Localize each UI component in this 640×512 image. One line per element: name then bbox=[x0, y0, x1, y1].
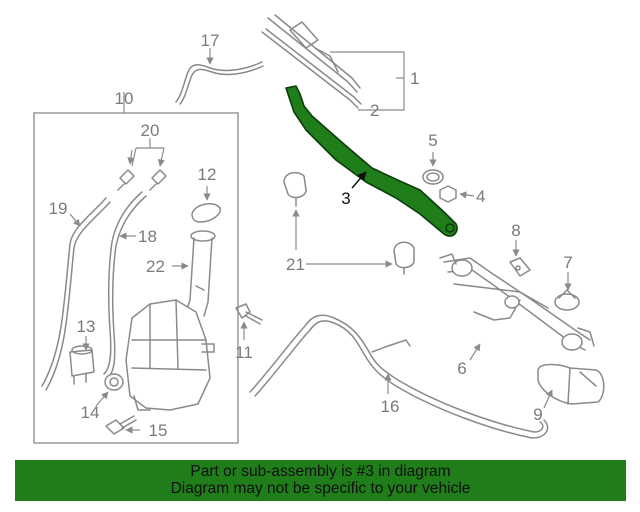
callout-3: 3 bbox=[341, 189, 350, 208]
linkage-bracket bbox=[509, 257, 531, 277]
bolt-15 bbox=[105, 415, 137, 435]
callout-labels: 17 1 2 10 20 5 3 4 12 19 18 22 21 8 7 13… bbox=[49, 31, 573, 440]
pivot-cap bbox=[422, 169, 444, 185]
callout-14: 14 bbox=[81, 403, 100, 422]
reservoir-cap bbox=[191, 202, 221, 223]
callout-22: 22 bbox=[146, 257, 165, 276]
callout-12: 12 bbox=[198, 165, 217, 184]
callout-19: 19 bbox=[49, 199, 68, 218]
callout-15: 15 bbox=[149, 421, 168, 440]
callout-4: 4 bbox=[476, 187, 485, 206]
wiper-blade-refill bbox=[261, 28, 362, 109]
info-banner: Part or sub-assembly is #3 in diagram Di… bbox=[15, 460, 626, 501]
washer-reservoir bbox=[125, 299, 215, 411]
reservoir-box-frame bbox=[33, 112, 239, 444]
filler-neck bbox=[185, 230, 216, 317]
pump-grommet bbox=[104, 373, 124, 391]
wiper-linkage bbox=[439, 253, 595, 351]
leader-lines bbox=[69, 48, 572, 434]
wiper-blade-assembly bbox=[267, 14, 361, 93]
callout-13: 13 bbox=[77, 317, 96, 336]
callout-8: 8 bbox=[511, 221, 520, 240]
banner-line-disclaimer: Diagram may not be specific to your vehi… bbox=[170, 480, 471, 497]
callout-5: 5 bbox=[428, 131, 437, 150]
banner-line-part: Part or sub-assembly is #3 in diagram bbox=[190, 463, 451, 480]
washer-hose-upper bbox=[175, 61, 264, 105]
washer-hose-lower bbox=[249, 314, 549, 439]
callout-9: 9 bbox=[533, 405, 542, 424]
grommet bbox=[554, 289, 580, 311]
callout-21: 21 bbox=[286, 255, 305, 274]
hose-18 bbox=[103, 191, 147, 379]
washer-nozzle-lower bbox=[393, 241, 415, 275]
callout-2: 2 bbox=[370, 101, 379, 120]
callout-7: 7 bbox=[563, 253, 572, 272]
callout-11: 11 bbox=[235, 343, 253, 362]
wiper-arm-highlighted bbox=[285, 85, 458, 237]
check-valve-pair bbox=[117, 169, 167, 191]
pivot-nut bbox=[439, 185, 457, 203]
callout-17: 17 bbox=[201, 31, 220, 50]
callout-10: 10 bbox=[115, 89, 134, 108]
bolt-11 bbox=[235, 303, 263, 325]
parts-diagram: 17 1 2 10 20 5 3 4 12 19 18 22 21 8 7 13… bbox=[33, 14, 605, 444]
callout-6: 6 bbox=[457, 359, 466, 378]
callout-18: 18 bbox=[138, 227, 157, 246]
callout-16: 16 bbox=[381, 397, 400, 416]
hose-19 bbox=[41, 197, 111, 391]
callout-1: 1 bbox=[410, 69, 419, 88]
washer-nozzle-upper bbox=[283, 171, 307, 207]
washer-pump bbox=[69, 345, 95, 385]
callout-20: 20 bbox=[141, 121, 160, 140]
